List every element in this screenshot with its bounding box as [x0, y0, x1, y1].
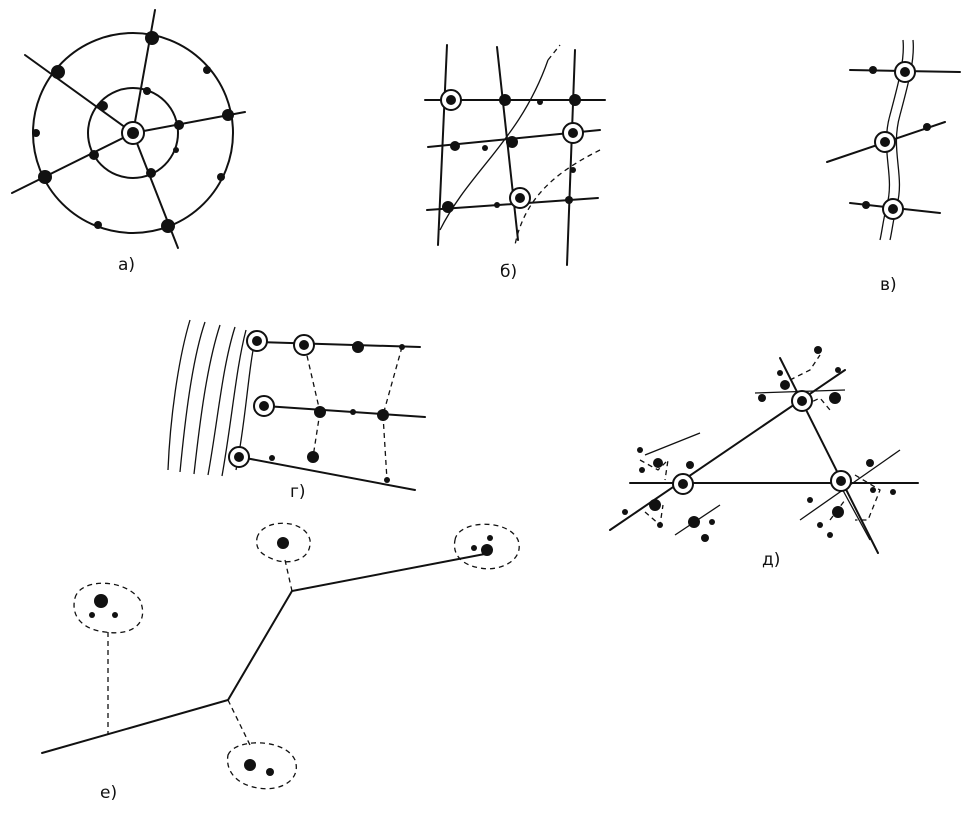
main-road [41, 552, 491, 754]
panel-e-settlements [89, 535, 493, 776]
panel-v-linear: в) [826, 39, 961, 295]
panel-e-label: е) [100, 783, 117, 803]
panel-a-radial: а) [11, 9, 246, 275]
panel-a-label: а) [118, 255, 135, 275]
panel-g-coastal: г) [167, 319, 426, 502]
inner-ring-road [87, 87, 179, 179]
panel-b-label: б) [500, 262, 517, 282]
radial-road-sw [11, 132, 134, 194]
panel-e-dispersed: е) [41, 522, 520, 803]
dashed-road [514, 149, 601, 246]
cluster-outline [73, 582, 144, 634]
panel-d-label: д) [762, 550, 780, 570]
panel-g-label: г) [290, 482, 306, 502]
panel-d-satellites [622, 346, 896, 542]
radial-road-nw [24, 54, 134, 134]
panel-v-label: в) [880, 275, 897, 295]
panel-b-settlements [442, 94, 581, 213]
panel-b-grid: б) [424, 44, 606, 282]
panel-d-triangular: д) [609, 346, 919, 570]
panel-a-settlements [32, 31, 234, 233]
radial-road-n [132, 9, 156, 134]
